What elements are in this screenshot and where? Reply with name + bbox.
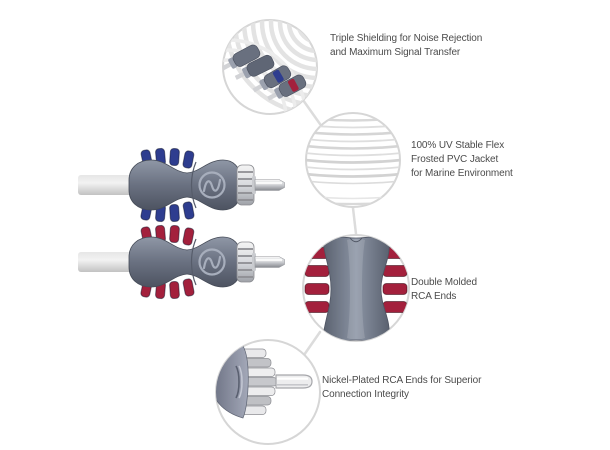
callout-line-text: and Maximum Signal Transfer bbox=[330, 47, 461, 58]
mini-rca-plug-blue bbox=[252, 65, 292, 93]
callout-text-nickel-plated: Nickel-Plated RCA Ends for Superior Conn… bbox=[322, 374, 481, 402]
callout-line-text: Nickel-Plated RCA Ends for Superior bbox=[322, 375, 482, 386]
callout-connector-lines bbox=[301, 98, 358, 357]
callout-circle-nickel-plated bbox=[215, 339, 321, 445]
callout-line-text: Connection Integrity bbox=[322, 389, 409, 400]
callout-text-frosted-jacket: 100% UV Stable Flex Frosted PVC Jacket f… bbox=[411, 139, 513, 181]
callout-line-2 bbox=[351, 206, 358, 236]
mini-rca-plug bbox=[234, 54, 275, 80]
callout-line-text: Triple Shielding for Noise Rejection bbox=[330, 33, 483, 44]
mini-rca-plug-red bbox=[267, 74, 307, 101]
callout-text-triple-shielding: Triple Shielding for Noise Rejection and… bbox=[330, 32, 482, 60]
mini-rca-plug bbox=[223, 44, 261, 71]
rca-connector-blue bbox=[76, 147, 286, 223]
callout-line-3 bbox=[302, 330, 322, 357]
callout-line-text: Frosted PVC Jacket bbox=[411, 154, 499, 165]
callout-line-text: 100% UV Stable Flex bbox=[411, 140, 505, 151]
callout-line-text: Double Molded bbox=[411, 277, 477, 288]
callout-text-double-molded: Double Molded RCA Ends bbox=[411, 276, 477, 304]
callout-line-text: RCA Ends bbox=[411, 291, 457, 302]
rca-connector-red bbox=[76, 224, 286, 300]
callout-circle-frosted-jacket bbox=[305, 112, 401, 208]
callout-line-1 bbox=[301, 98, 322, 126]
callout-circle-double-molded bbox=[302, 234, 410, 342]
callout-line-text: for Marine Environment bbox=[411, 168, 513, 179]
